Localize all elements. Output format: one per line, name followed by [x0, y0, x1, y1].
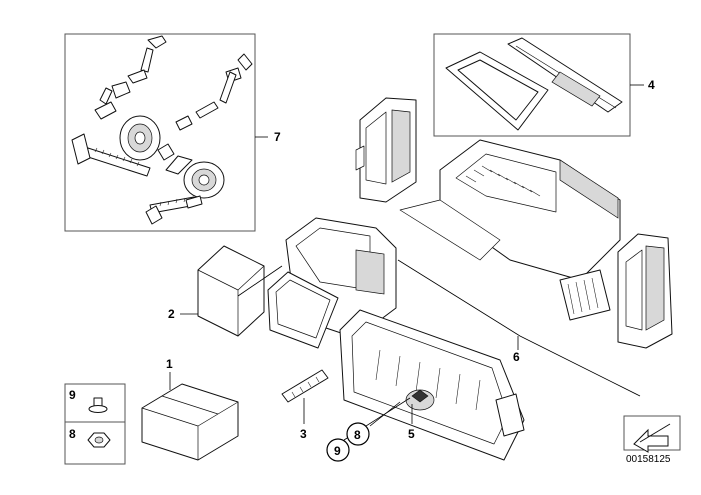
gasket-illustration	[445, 37, 623, 131]
screw-icon	[88, 397, 108, 413]
kit-frame	[64, 33, 256, 232]
part-1-box: 1	[141, 357, 239, 461]
flap-levers-illustration	[71, 35, 253, 225]
callout-8-circle: 8	[354, 428, 361, 442]
callout-6: 6	[513, 350, 520, 364]
orientation-frame	[623, 415, 681, 451]
callout-3: 3	[300, 427, 307, 441]
callout-1: 1	[166, 357, 173, 371]
leader-6-bracket	[397, 259, 641, 397]
lower-housing-illustration: 3 5	[267, 217, 525, 461]
reference-number: 00158125	[626, 454, 671, 465]
leader-2-link	[237, 265, 283, 297]
callout-7: 7	[274, 130, 281, 144]
circle-9	[326, 438, 350, 462]
heater-housing-illustration: 6	[355, 97, 673, 397]
callout-4: 4	[648, 78, 655, 92]
small-parts-frame	[64, 383, 126, 465]
circle-8	[346, 422, 370, 446]
orientation-arrow-icon	[633, 423, 671, 453]
callout-2: 2	[168, 307, 175, 321]
nut-icon	[87, 432, 111, 448]
callout-9-circle: 9	[334, 444, 341, 458]
reference-box: 00158125	[623, 415, 681, 465]
callout-5: 5	[408, 427, 415, 441]
circled-refs: 9 8	[326, 422, 370, 462]
part-group-7-box: 7	[64, 33, 281, 232]
small-parts-box: 9 8	[64, 383, 126, 465]
callout-9-box: 9	[69, 388, 76, 402]
callout-8-box: 8	[69, 427, 76, 441]
part-2-filter: 2	[168, 245, 283, 337]
part-group-4-box: 4	[433, 33, 655, 137]
